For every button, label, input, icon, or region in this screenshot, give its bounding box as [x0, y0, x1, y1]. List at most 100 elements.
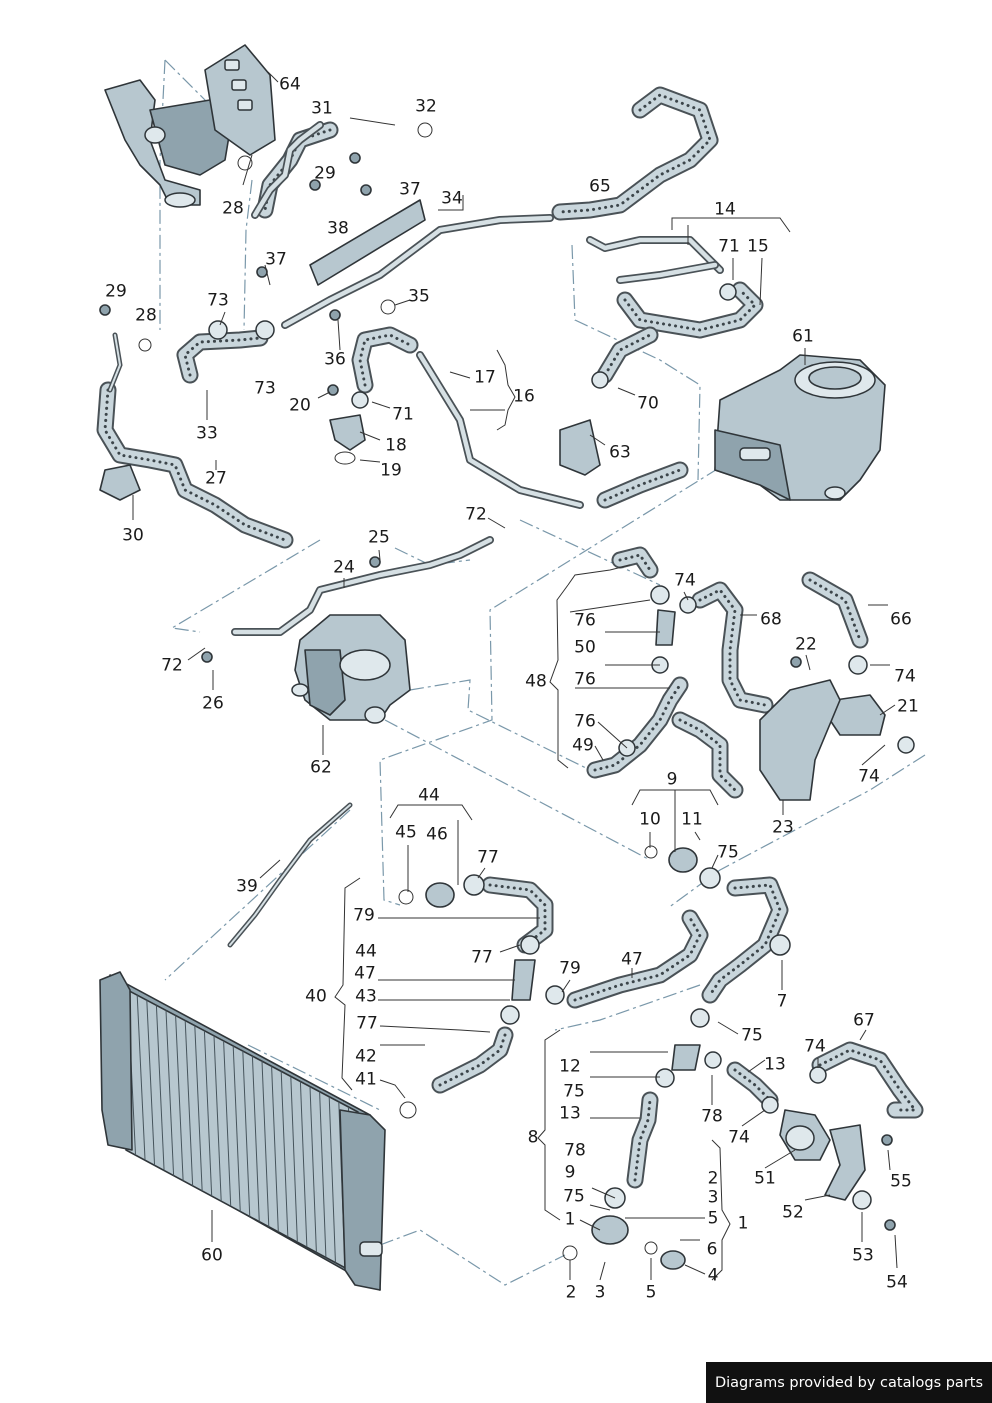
callout-72b: 72	[161, 655, 183, 676]
callout-23: 23	[772, 817, 794, 838]
callout-45: 45	[395, 822, 417, 843]
callout-72a: 72	[465, 504, 487, 525]
callout-77b: 77	[471, 947, 493, 968]
callout-73b: 73	[254, 378, 276, 399]
callout-47a: 47	[621, 949, 643, 970]
credit-banner: Diagrams provided by catalogs parts	[706, 1362, 992, 1403]
callout-33: 33	[196, 423, 218, 444]
callout-31: 31	[311, 98, 333, 119]
callout-53: 53	[852, 1245, 874, 1266]
callout-2a: 2	[707, 1168, 719, 1189]
callout-7: 7	[776, 991, 788, 1012]
callout-60: 60	[201, 1245, 223, 1266]
callout-75a: 75	[717, 842, 739, 863]
leader-lines	[132, 71, 898, 1281]
hose-segment	[623, 288, 758, 332]
callout-10: 10	[639, 809, 661, 830]
callout-71b: 71	[392, 404, 414, 425]
hose-segment	[678, 718, 737, 792]
callout-49: 49	[572, 735, 594, 756]
callout-13b: 13	[559, 1103, 581, 1124]
callout-74b: 74	[894, 666, 916, 687]
callout-52: 52	[782, 1202, 804, 1223]
callout-2b: 2	[565, 1282, 577, 1303]
callout-71a: 71	[718, 236, 740, 257]
callout-76c: 76	[574, 711, 596, 732]
callout-39: 39	[236, 876, 258, 897]
callout-4: 4	[707, 1265, 719, 1286]
callout-74c: 74	[858, 766, 880, 787]
hose-segment	[698, 588, 767, 707]
hose-segment	[183, 336, 262, 377]
callout-28a: 28	[222, 198, 244, 219]
callout-74e: 74	[728, 1127, 750, 1148]
expansion-tank	[714, 354, 886, 501]
hose-segment	[358, 333, 412, 387]
callout-19: 19	[380, 460, 402, 481]
callout-64: 64	[279, 74, 301, 95]
callout-43: 43	[355, 986, 377, 1007]
callout-74a: 74	[674, 570, 696, 591]
callout-41: 41	[355, 1069, 377, 1090]
callout-79b: 79	[559, 958, 581, 979]
callout-61: 61	[792, 326, 814, 347]
callout-37b: 37	[265, 249, 287, 270]
callout-75c: 75	[563, 1081, 585, 1102]
callout-78b: 78	[564, 1140, 586, 1161]
callout-28b: 28	[135, 305, 157, 326]
callout-26: 26	[202, 693, 224, 714]
callout-32: 32	[415, 96, 437, 117]
callout-77c: 77	[356, 1013, 378, 1034]
callout-13a: 13	[764, 1054, 786, 1075]
callout-21: 21	[897, 696, 919, 717]
callout-48: 48	[525, 671, 547, 692]
callout-78a: 78	[701, 1106, 723, 1127]
callout-1a: 1	[564, 1209, 576, 1230]
callout-42: 42	[355, 1046, 377, 1067]
callout-22: 22	[795, 634, 817, 655]
callout-54: 54	[886, 1272, 908, 1293]
callout-14: 14	[714, 199, 736, 220]
callout-24: 24	[333, 557, 355, 578]
hose-segment	[593, 683, 682, 772]
hose-segment	[733, 1068, 772, 1102]
callout-75b: 75	[741, 1025, 763, 1046]
callout-18: 18	[385, 435, 407, 456]
callout-36: 36	[324, 349, 346, 370]
callout-16: 16	[513, 386, 535, 407]
callout-8: 8	[527, 1127, 539, 1148]
callout-77a: 77	[477, 847, 499, 868]
callout-30: 30	[122, 525, 144, 546]
callout-20: 20	[289, 395, 311, 416]
callout-35: 35	[408, 286, 430, 307]
callout-73a: 73	[207, 290, 229, 311]
hose-segment	[96, 381, 294, 549]
callout-25: 25	[368, 527, 390, 548]
callout-46: 46	[426, 824, 448, 845]
callout-3b: 3	[594, 1282, 606, 1303]
turbocharger	[104, 44, 276, 208]
callout-29a: 29	[314, 163, 336, 184]
hose-segment	[818, 1048, 918, 1112]
hose-segment	[618, 553, 652, 572]
callout-9b: 9	[564, 1162, 576, 1183]
callout-40: 40	[305, 986, 327, 1007]
callout-66: 66	[890, 609, 912, 630]
callout-76a: 76	[574, 610, 596, 631]
radiator	[99, 971, 386, 1291]
callout-51: 51	[754, 1168, 776, 1189]
callout-75d: 75	[563, 1186, 585, 1207]
hose-segment	[603, 468, 682, 502]
callout-34: 34	[441, 188, 463, 209]
callout-37a: 37	[399, 179, 421, 200]
callout-67: 67	[853, 1010, 875, 1031]
callout-27: 27	[205, 468, 227, 489]
hose-segment	[603, 333, 652, 377]
callout-17: 17	[474, 367, 496, 388]
hose-segment	[568, 911, 707, 1007]
hose-segment	[813, 1043, 922, 1117]
callout-55: 55	[890, 1171, 912, 1192]
callout-15: 15	[747, 236, 769, 257]
hose-segment	[633, 1098, 652, 1182]
